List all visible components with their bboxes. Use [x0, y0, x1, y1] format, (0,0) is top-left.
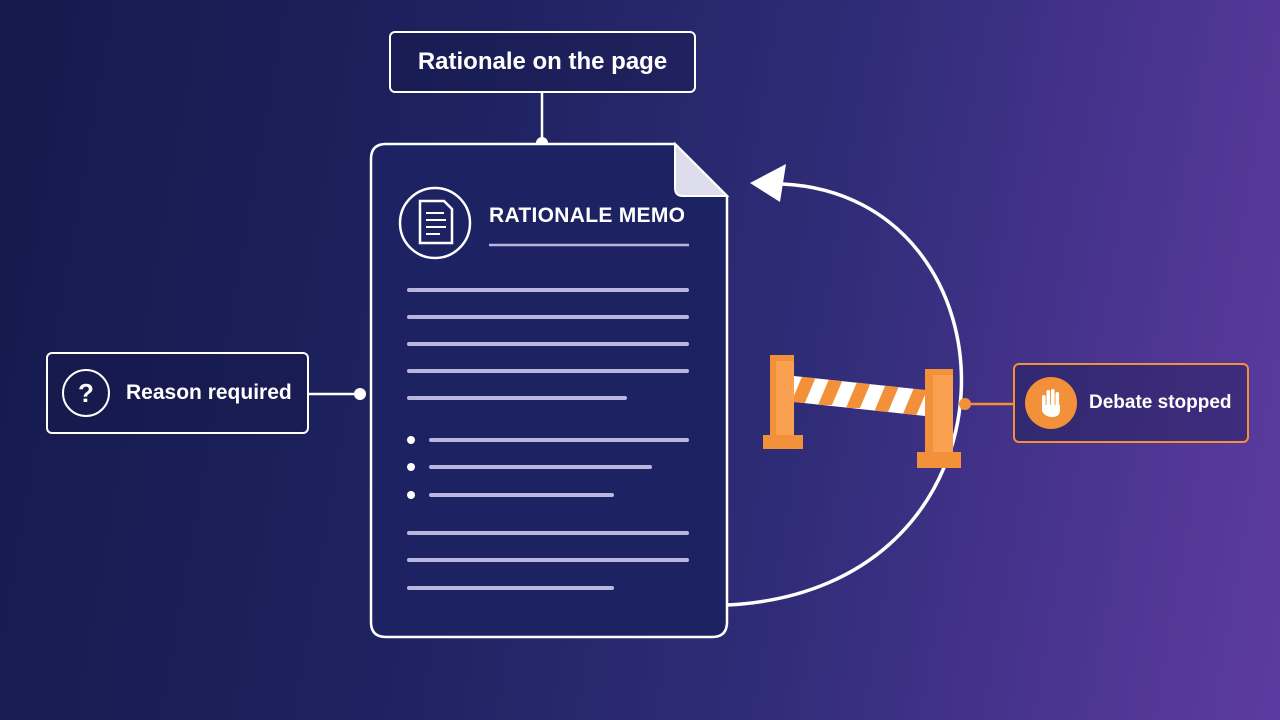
top-label-box: Rationale on the page [389, 31, 696, 93]
road-barrier-icon [763, 355, 961, 468]
document-icon [398, 186, 472, 260]
bullet-dots [407, 436, 415, 499]
right-connector-dot [959, 398, 971, 410]
text-lines [407, 288, 689, 590]
left-label-text: Reason required [126, 381, 292, 404]
document-body [369, 142, 729, 639]
right-label-text: Debate stopped [1089, 392, 1232, 413]
top-label-text: Rationale on the page [417, 48, 668, 75]
right-label-box: Debate stopped [1013, 363, 1249, 443]
hand-stop-icon [1025, 377, 1077, 429]
left-connector-dot [354, 388, 366, 400]
return-arrow [726, 182, 964, 607]
return-arrow-head [750, 164, 786, 202]
rationale-document [369, 141, 730, 639]
document-title: RATIONALE MEMO [489, 204, 686, 227]
left-label-box: ? Reason required [46, 352, 309, 434]
document-fold [674, 141, 730, 197]
question-icon: ? [62, 369, 110, 417]
